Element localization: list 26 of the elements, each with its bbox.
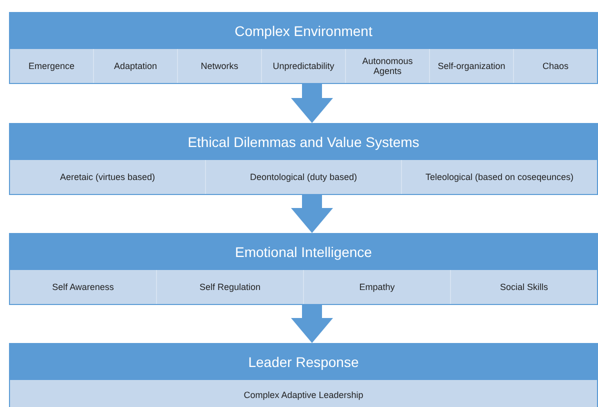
category-cell: Self-organization	[429, 49, 513, 83]
block-arrow	[291, 195, 333, 233]
category-cell: Self Awareness	[10, 270, 156, 304]
block-arrow	[291, 84, 333, 123]
section-panel	[9, 12, 598, 84]
category-cell: Autonomous Agents	[345, 49, 429, 83]
category-cell: Self Regulation	[156, 270, 303, 304]
category-cell: Empathy	[303, 270, 450, 304]
category-cell: Adaptation	[93, 49, 177, 83]
section-panel	[9, 233, 598, 305]
block-arrow	[291, 305, 333, 343]
section-panel	[9, 123, 598, 195]
category-cell: Complex Adaptive Leadership	[10, 380, 597, 407]
category-cell: Chaos	[513, 49, 597, 83]
section-title: Complex Environment	[234, 22, 372, 38]
category-cell: Deontological (duty based)	[205, 160, 401, 194]
category-cell: Teleological (based on coseqeunces)	[401, 160, 597, 194]
category-cell: Networks	[177, 49, 261, 83]
category-cell: Aeretaic (virtues based)	[10, 160, 205, 194]
section-title: Ethical Dilemmas and Value Systems	[188, 134, 420, 150]
category-cell: Emergence	[10, 49, 93, 83]
category-cell: Unpredictability	[261, 49, 345, 83]
section-title: Emotional Intelligence	[235, 244, 372, 260]
category-cell: Social Skills	[450, 270, 597, 304]
section-panel	[9, 343, 598, 407]
section-title: Leader Response	[248, 354, 359, 370]
